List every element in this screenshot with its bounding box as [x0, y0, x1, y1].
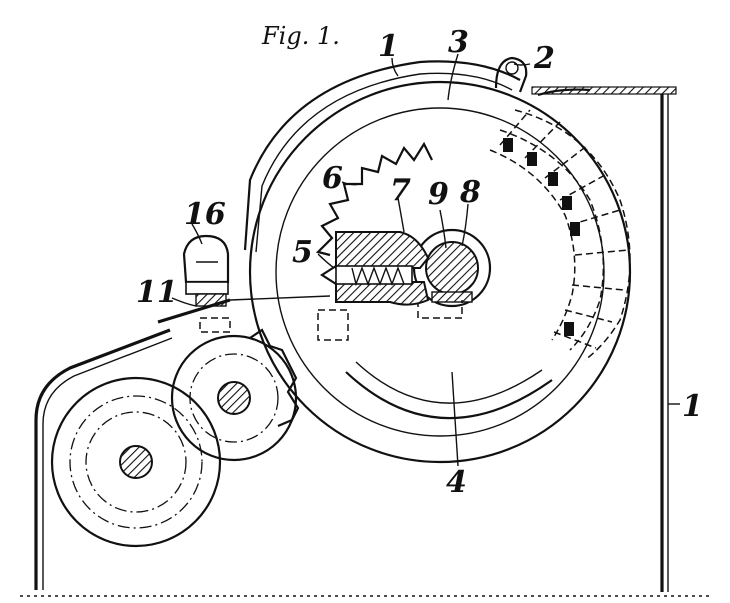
label-6: 6	[322, 161, 343, 196]
leader-lines	[171, 53, 680, 467]
label-9: 9	[428, 177, 449, 212]
label-16: 16	[184, 197, 226, 232]
lamp-16	[157, 234, 331, 333]
label-11: 11	[136, 275, 178, 310]
plunger-assembly	[317, 231, 430, 341]
inner-arc-4	[345, 361, 553, 420]
outer-drum-casing	[243, 60, 591, 253]
rotary-disc-3	[248, 56, 632, 464]
central-hub	[412, 228, 492, 319]
label-3: 3	[448, 25, 469, 60]
figure-caption: Fig. 1.	[261, 22, 340, 50]
feed-gear-small	[170, 328, 300, 462]
ratchet-teeth-6	[315, 141, 433, 257]
label-5: 5	[292, 235, 313, 270]
label-7: 7	[390, 173, 411, 208]
label-1-top: 1	[378, 29, 399, 64]
feed-roller-large	[50, 376, 222, 548]
label-4: 4	[446, 465, 467, 500]
label-2: 2	[533, 41, 555, 76]
label-1-right: 1	[682, 389, 703, 424]
housing-frame	[20, 86, 712, 597]
figure-text: Fig. 1. 1 3 2 6 7 9 8 5 16 11 4 1	[136, 22, 703, 500]
label-8: 8	[459, 175, 481, 210]
dashed-segments	[489, 109, 631, 361]
